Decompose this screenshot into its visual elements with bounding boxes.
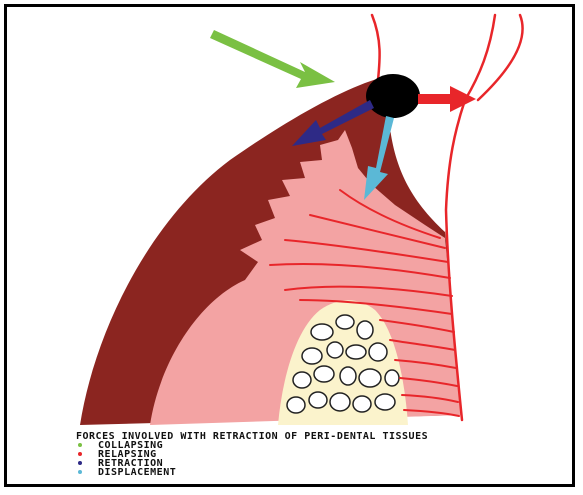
legend-label: DISPLACEMENT <box>98 467 176 478</box>
legend-list: COLLAPSING RELAPSING RETRACTION DISPLACE… <box>76 441 428 477</box>
bullet-icon <box>78 470 82 474</box>
bullet-icon <box>78 461 82 465</box>
retraction-cord <box>366 74 420 118</box>
bullet-icon <box>78 452 82 456</box>
collapsing-arrow <box>210 30 335 88</box>
relapsing-arrow <box>418 86 476 112</box>
legend: FORCES INVOLVED WITH RETRACTION OF PERI-… <box>76 432 428 477</box>
legend-item-displacement: DISPLACEMENT <box>76 468 428 477</box>
bullet-icon <box>78 443 82 447</box>
